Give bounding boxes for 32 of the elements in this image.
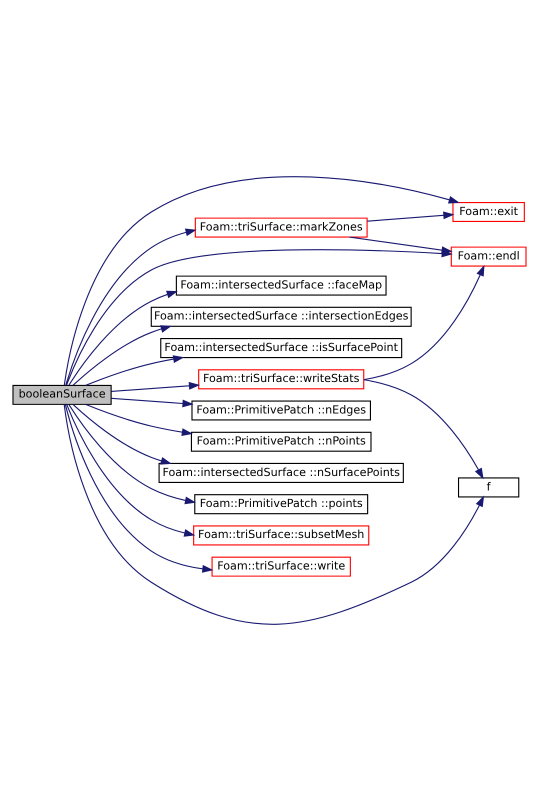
arrow [65, 228, 197, 386]
arrow [111, 398, 194, 408]
node-box: Foam::exit [452, 202, 525, 222]
node-box: Foam::PrimitivePatch ::nEdges [191, 400, 371, 421]
arrow [367, 211, 454, 222]
arrow [64, 176, 460, 386]
node-box: Foam::PrimitivePatch ::points [194, 494, 368, 514]
node-box: Foam::endl [450, 246, 527, 267]
node-box: Foam::PrimitivePatch ::nPoints [190, 432, 372, 452]
arrow [64, 404, 214, 573]
node-box: Foam::intersectedSurface ::nSurfacePoints [158, 462, 404, 483]
arrow [364, 379, 484, 480]
arrow [68, 290, 178, 386]
node-box: Foam::intersectedSurface ::intersectionEdges [150, 306, 412, 327]
arrow [64, 404, 484, 625]
node-box: Foam::triSurface::write [212, 556, 351, 577]
arrow [85, 355, 184, 386]
node-box: f [458, 477, 520, 498]
arrow [68, 404, 196, 504]
node-box: Foam::triSurface::markZones [194, 218, 368, 238]
node-box: Foam::intersectedSurface ::faceMap [176, 276, 387, 296]
arrow [111, 382, 200, 392]
node-box: Foam::intersectedSurface ::isSurfacePoint [160, 338, 402, 358]
arrow [85, 404, 193, 436]
arrow [364, 264, 484, 380]
arrow [349, 236, 453, 254]
node-box: Foam::triSurface::subsetMesh [193, 525, 370, 546]
node-box: Foam::triSurface::writeStats [198, 369, 364, 390]
arrow [72, 325, 172, 386]
arrow [66, 404, 196, 537]
arrow [72, 404, 172, 465]
node-box: booleanSurface [12, 384, 112, 405]
